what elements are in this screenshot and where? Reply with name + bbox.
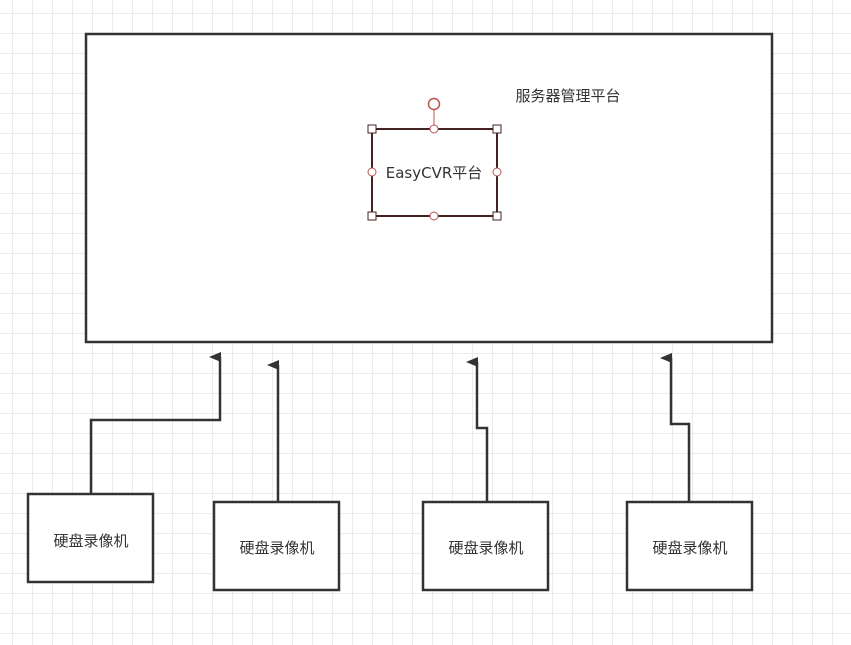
resize-handle-bottom-right[interactable] — [492, 211, 502, 221]
server-platform-label: 服务器管理平台 — [515, 87, 620, 105]
recorder-node-4[interactable]: 硬盘录像机 — [625, 500, 754, 592]
connect-point-bottom[interactable] — [429, 211, 439, 221]
connect-point-right[interactable] — [492, 167, 502, 177]
connect-point-left[interactable] — [367, 167, 377, 177]
connector-recorder-1[interactable] — [89, 352, 222, 494]
connect-point-top[interactable] — [429, 124, 439, 134]
easycvr-label: EasyCVR平台 — [386, 164, 483, 182]
resize-handle-bottom-left[interactable] — [367, 211, 377, 221]
rotate-handle[interactable] — [427, 97, 441, 111]
connector-recorder-4[interactable] — [660, 353, 691, 502]
connector-recorder-3[interactable] — [466, 357, 489, 502]
recorder-node-3[interactable]: 硬盘录像机 — [421, 500, 550, 592]
recorder-label: 硬盘录像机 — [652, 539, 727, 557]
recorder-box[interactable] — [421, 500, 550, 592]
recorder-node-1[interactable]: 硬盘录像机 — [26, 492, 155, 584]
recorder-box[interactable] — [625, 500, 754, 592]
connectors — [89, 352, 691, 502]
recorder-box[interactable] — [26, 492, 155, 584]
easycvr-node[interactable]: EasyCVR平台 — [367, 97, 502, 221]
recorder-node-2[interactable]: 硬盘录像机 — [212, 500, 341, 592]
resize-handle-top-left[interactable] — [367, 124, 377, 134]
resize-handle-top-right[interactable] — [492, 124, 502, 134]
recorder-label: 硬盘录像机 — [448, 539, 523, 557]
recorder-label: 硬盘录像机 — [53, 532, 128, 550]
recorder-label: 硬盘录像机 — [239, 539, 314, 557]
recorder-box[interactable] — [212, 500, 341, 592]
